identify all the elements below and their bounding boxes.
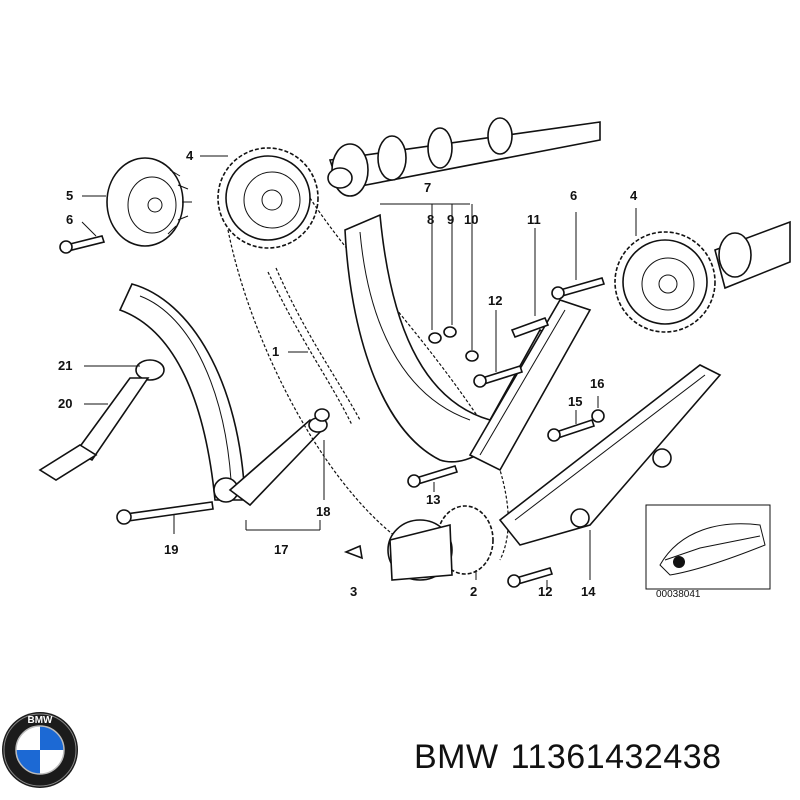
callout-3: 3 <box>350 584 357 599</box>
woodruff-key <box>343 544 364 560</box>
logo-lettering: BMW <box>28 715 54 726</box>
rail-small-parts <box>428 326 479 362</box>
part-caption: BMW 11361432438 <box>414 738 722 777</box>
callout-labels: 4 5 6 1 21 20 19 17 18 3 2 7 8 9 10 11 1… <box>58 148 701 600</box>
pin-11 <box>510 316 550 339</box>
bolts-right <box>473 277 606 388</box>
callout-21: 21 <box>58 358 72 373</box>
bolt-19 <box>116 501 214 525</box>
guide-rail-14 <box>498 364 722 546</box>
bmw-logo: BMW <box>2 712 78 788</box>
callout-20: 20 <box>58 396 72 411</box>
camshaft-upper <box>327 117 601 197</box>
callout-14: 14 <box>581 584 596 599</box>
inset-code: 00038041 <box>656 589 701 600</box>
callout-8: 8 <box>427 212 434 227</box>
tensioner-rail-left <box>118 283 246 503</box>
bolts-lower <box>407 409 605 588</box>
callout-13: 13 <box>426 492 440 507</box>
sensor-wheel <box>106 157 192 247</box>
callout-16: 16 <box>590 376 604 391</box>
guide-rail-right <box>468 299 592 472</box>
crank-sprocket <box>387 505 494 581</box>
callout-18: 18 <box>316 504 330 519</box>
callout-19: 19 <box>164 542 178 557</box>
callout-17: 17 <box>274 542 288 557</box>
sprocket-upper-left <box>217 147 319 249</box>
callout-12-mid: 12 <box>488 293 502 308</box>
callout-4-left: 4 <box>186 148 194 163</box>
callout-12-lower: 12 <box>538 584 552 599</box>
callout-6-left: 6 <box>66 212 73 227</box>
callout-11: 11 <box>527 212 541 227</box>
callout-9: 9 <box>447 212 454 227</box>
callout-15: 15 <box>568 394 582 409</box>
callout-2: 2 <box>470 584 477 599</box>
callout-10: 10 <box>464 212 478 227</box>
guide-bracket <box>228 408 330 507</box>
callout-5: 5 <box>66 188 73 203</box>
part-number: 11361432438 <box>510 738 722 776</box>
inset-thumbnail <box>645 504 771 590</box>
sprocket-upper-right <box>614 220 791 333</box>
leader-lines <box>81 155 637 590</box>
bolt-left <box>59 235 106 254</box>
tensioner-piston <box>38 359 165 481</box>
brand-name: BMW <box>414 738 499 776</box>
callout-4-right: 4 <box>630 188 638 203</box>
callout-1: 1 <box>272 344 279 359</box>
callout-6-right: 6 <box>570 188 577 203</box>
callout-7: 7 <box>424 180 431 195</box>
